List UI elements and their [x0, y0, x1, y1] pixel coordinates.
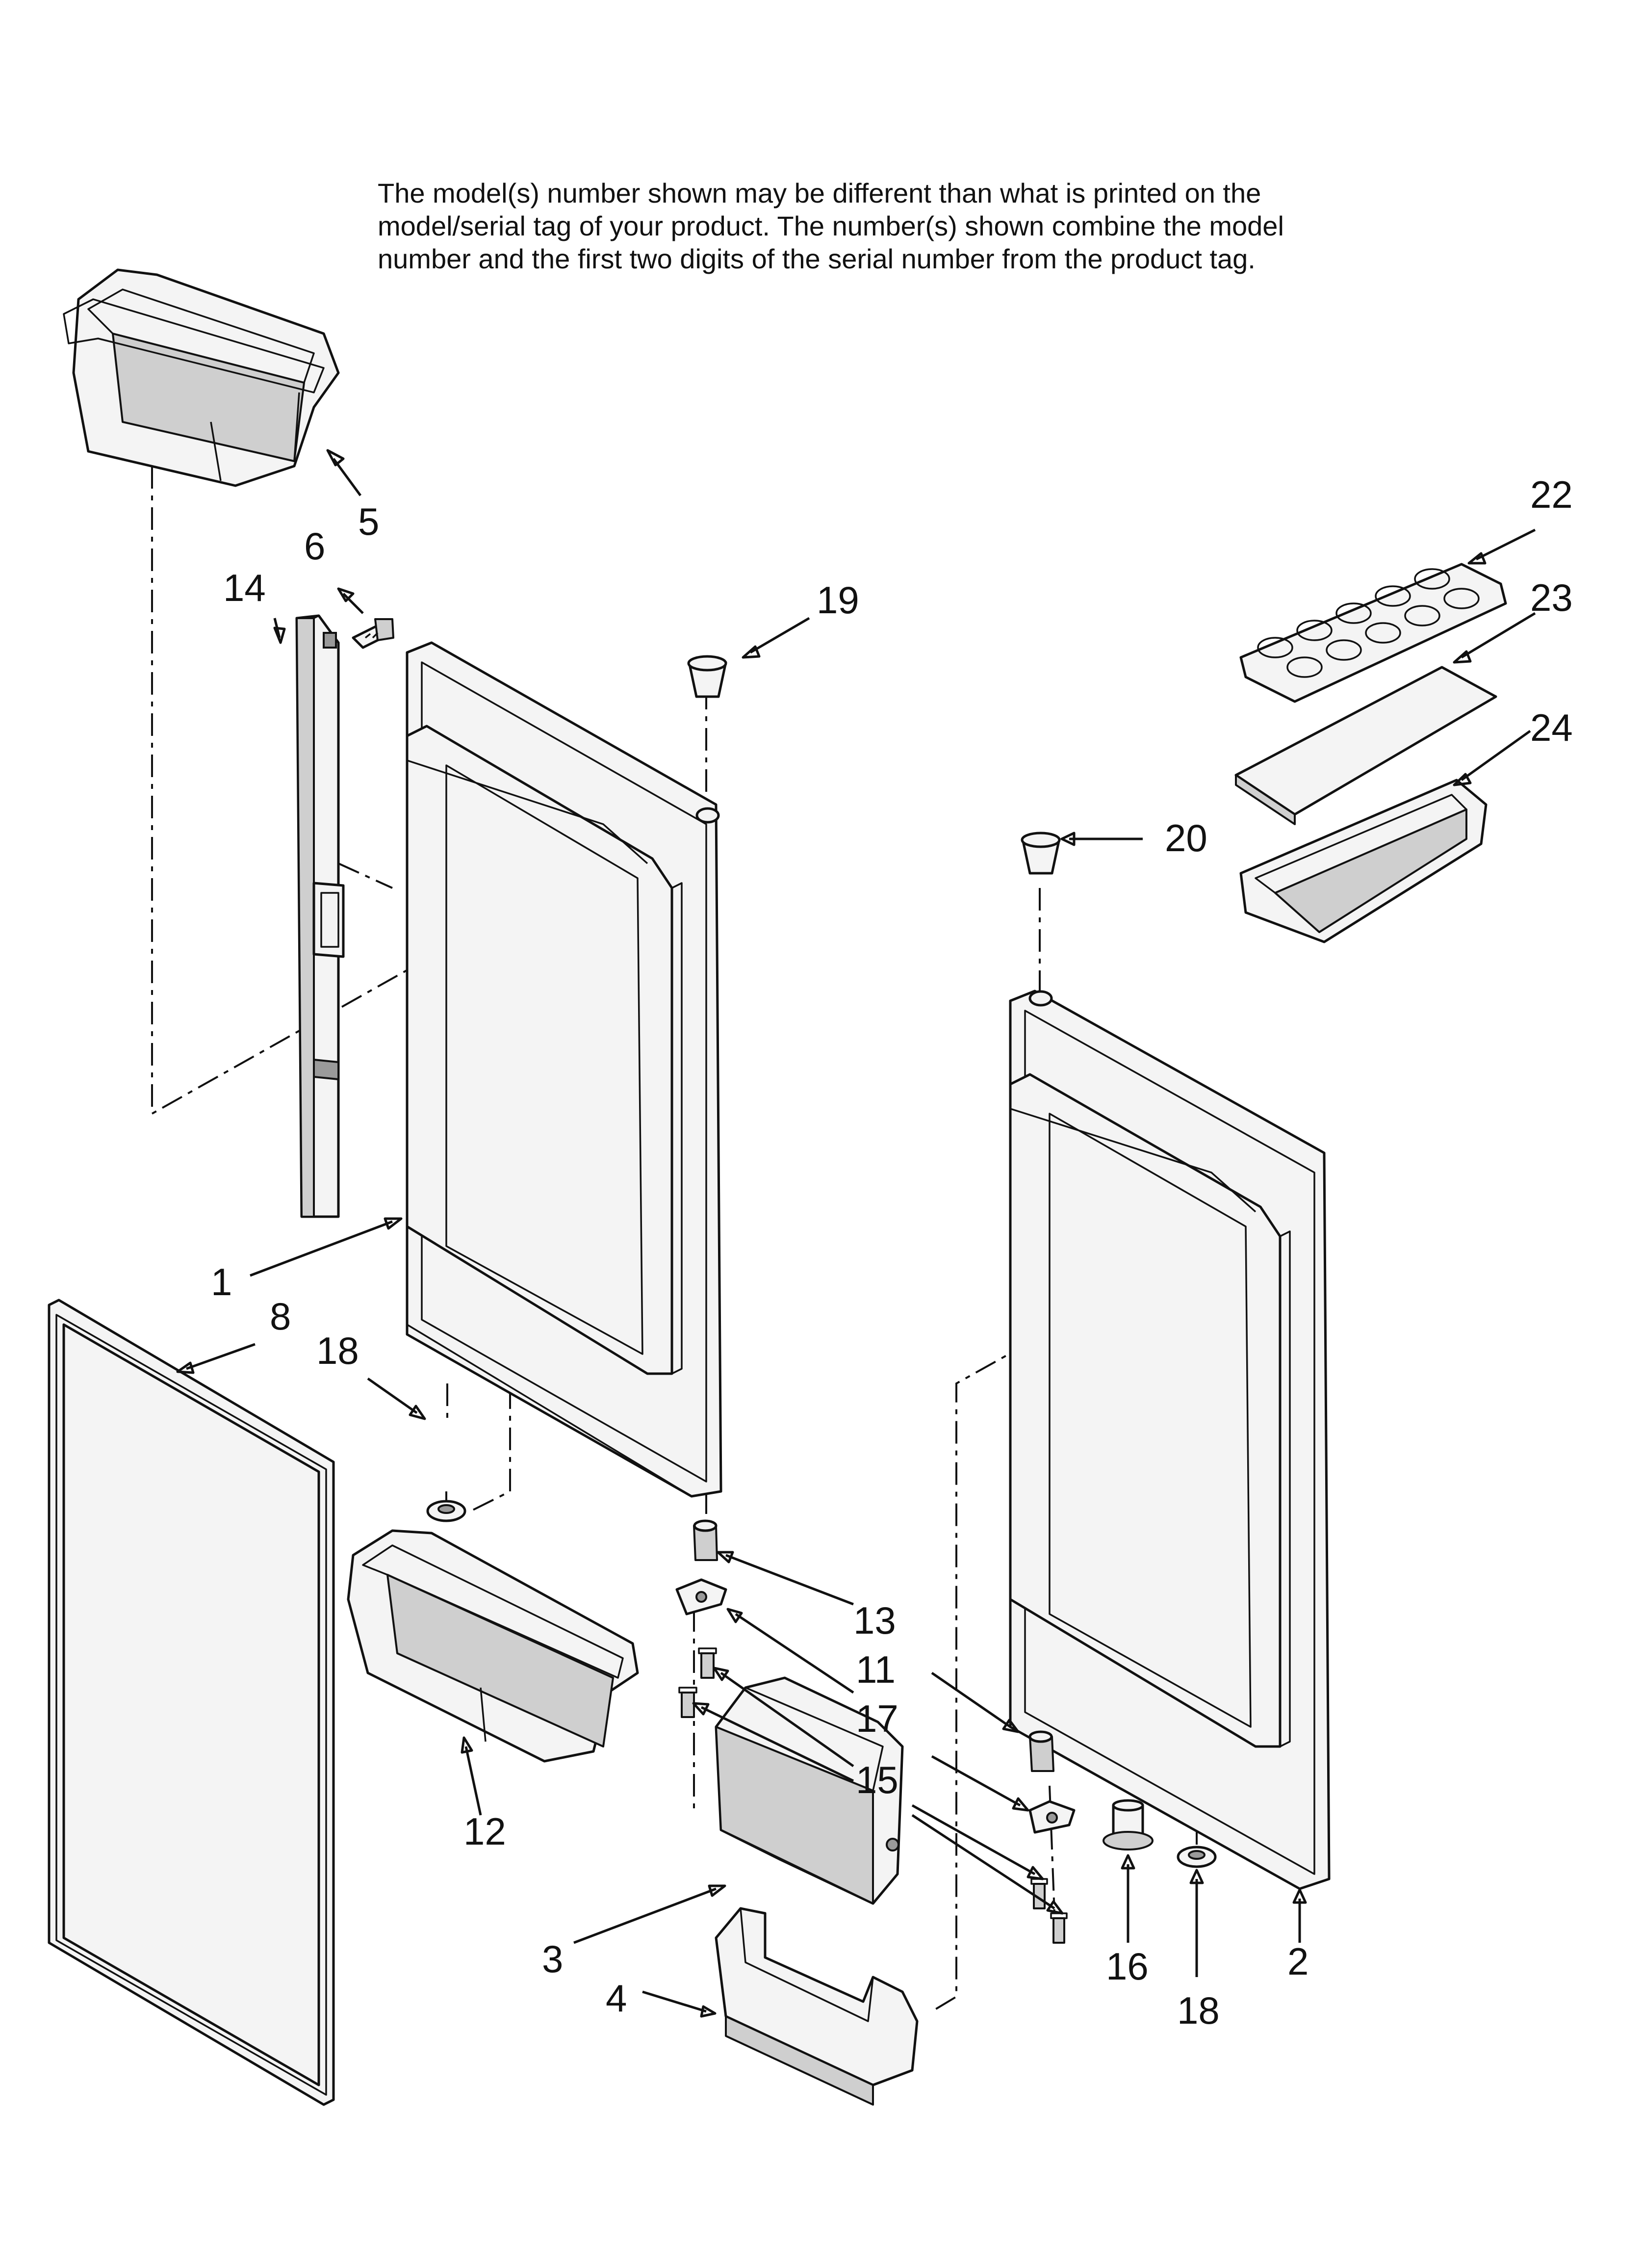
- left-door-part-1: [406, 641, 722, 1498]
- door-bin-part-5: [63, 268, 340, 487]
- cover-part-3: [715, 1676, 904, 1905]
- hinge-hardware-right: [1028, 1730, 1076, 1944]
- callout-6: 6: [304, 524, 325, 568]
- bracket-part-4: [715, 1907, 919, 2106]
- callout-15: 15: [856, 1758, 898, 1801]
- note-line-3: number and the first two digits of the s…: [378, 243, 1256, 274]
- hinge-hardware-left: [675, 1519, 727, 1718]
- door-bin-part-12: [347, 1529, 639, 1763]
- callout-18-left: 18: [316, 1329, 359, 1372]
- model-number-note: The model(s) number shown may be differe…: [378, 177, 1408, 275]
- callout-4: 4: [606, 1977, 627, 2020]
- callout-18-right: 18: [1177, 1989, 1220, 2032]
- callout-11: 11: [856, 1648, 896, 1691]
- callout-20: 20: [1165, 816, 1207, 860]
- callout-1: 1: [211, 1260, 232, 1303]
- callout-labels: 5 6 14 19 20 22 23 24 1 8 18 13 11 17 15…: [211, 473, 1573, 2032]
- bin-lid-part-23: [1234, 666, 1497, 825]
- screw-part-6: [352, 618, 394, 649]
- right-door-part-2: [1009, 990, 1331, 1890]
- cap-part-18-right: [1177, 1846, 1217, 1868]
- hinge-pin-part-16: [1103, 1799, 1154, 1851]
- door-gasket-part-8: [48, 1299, 335, 2106]
- callout-8: 8: [270, 1295, 291, 1338]
- bin-part-24: [1239, 779, 1488, 943]
- callout-14: 14: [223, 566, 266, 609]
- callout-22: 22: [1530, 473, 1573, 516]
- callout-17: 17: [856, 1697, 898, 1740]
- note-line-2: model/serial tag of your product. The nu…: [378, 210, 1284, 241]
- leader-arrows: [176, 449, 1536, 2018]
- callout-19: 19: [817, 578, 859, 622]
- note-line-1: The model(s) number shown may be differe…: [378, 178, 1261, 209]
- callout-16: 16: [1106, 1945, 1149, 1988]
- bushing-part-20: [1021, 832, 1061, 875]
- callout-2: 2: [1287, 1940, 1308, 1983]
- cap-part-18-left: [426, 1500, 466, 1522]
- callout-13: 13: [853, 1599, 896, 1642]
- callout-5: 5: [358, 500, 379, 543]
- callout-24: 24: [1530, 706, 1573, 749]
- callout-12: 12: [463, 1810, 506, 1853]
- hinge-channel-part-14: [295, 614, 345, 1218]
- callout-23: 23: [1530, 576, 1573, 619]
- bushing-part-19: [687, 655, 727, 698]
- egg-tray-part-22: [1239, 563, 1507, 703]
- callout-3: 3: [542, 1937, 563, 1981]
